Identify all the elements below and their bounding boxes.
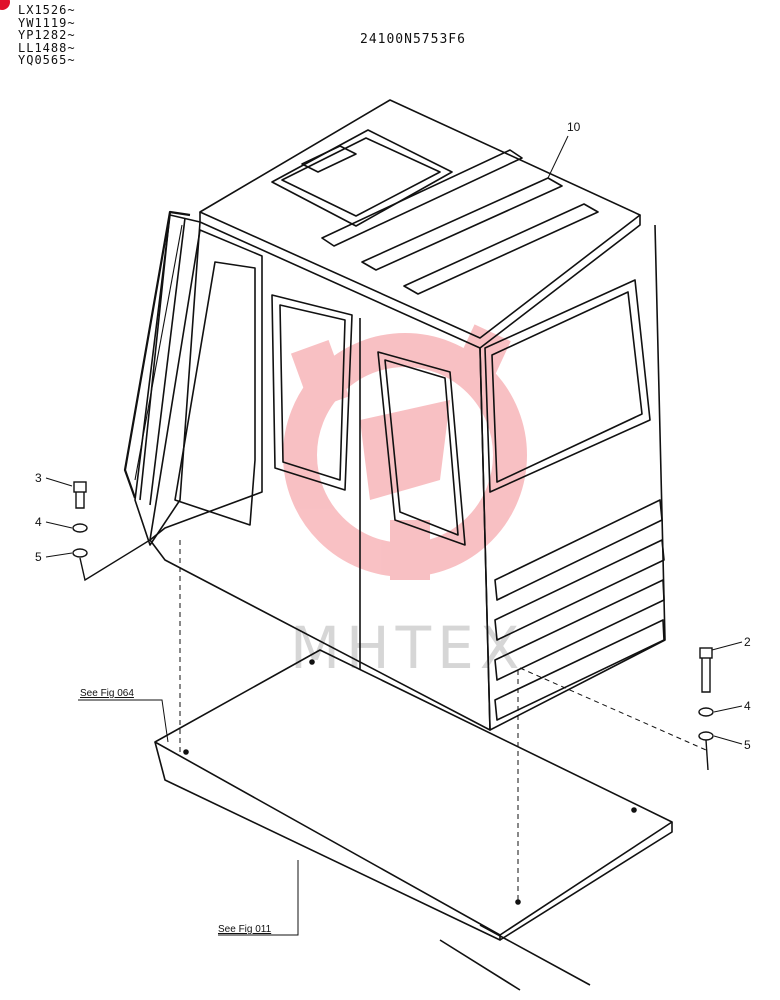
corner-mark <box>0 0 10 10</box>
see-fig-lower-link[interactable]: See Fig 011 <box>218 924 272 935</box>
serial-range: LX1526~ <box>18 3 76 17</box>
base-plate <box>154 649 673 991</box>
serial-range: LL1488~ <box>18 40 76 55</box>
drawing-number: 24100N5753F6 <box>360 32 466 47</box>
callout-bolt-left: 3 <box>35 471 42 485</box>
serial-range: YP1282~ <box>18 28 76 42</box>
leader-lines <box>45 135 743 936</box>
see-fig-upper-link[interactable]: See Fig 064 <box>80 688 134 699</box>
callout-washer-right-2: 5 <box>744 738 751 752</box>
callout-washer-left-2: 5 <box>35 550 42 564</box>
cab-body <box>123 99 666 731</box>
serial-range: YQ0565~ <box>18 53 76 67</box>
watermark-text: MHTEX <box>290 614 525 682</box>
serial-range: YW1119~ <box>18 15 76 30</box>
mounting-centerlines <box>179 540 707 900</box>
callout-bolt-right: 2 <box>744 635 751 649</box>
serial-range-list: LX1526~ YW1119~ YP1282~ LL1488~ YQ0565~ <box>18 4 76 67</box>
watermark-logo <box>283 324 527 580</box>
callout-washer-left-1: 4 <box>35 515 42 529</box>
callout-cab: 10 <box>567 120 581 134</box>
hardware-right <box>698 647 714 771</box>
callout-washer-right-1: 4 <box>744 699 751 713</box>
hardware-left <box>72 481 151 582</box>
